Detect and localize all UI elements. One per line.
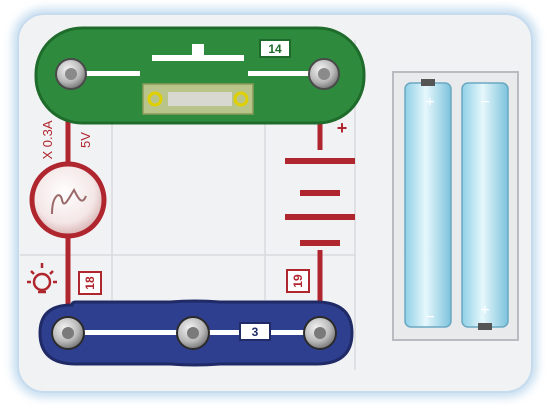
switch-lever (152, 55, 244, 61)
snap-center-icon (314, 327, 326, 339)
cell-right-top-sign: − (480, 94, 489, 111)
lamp-number: 18 (83, 276, 97, 290)
switch-number-box (259, 39, 291, 58)
wire-part-3[interactable]: 3 (38, 299, 354, 367)
switch-contact-left (80, 71, 140, 76)
snap-center-icon (318, 68, 330, 80)
cell-right-bottom-sign: + (480, 302, 489, 319)
wire-number: 3 (252, 325, 259, 339)
battery-cell-right (461, 82, 509, 328)
switch-lever-knob (192, 44, 204, 56)
battery-plus-sign: + (337, 118, 348, 138)
battery-number: 19 (291, 274, 305, 288)
switch-slide-pin-right (233, 91, 249, 107)
battery-cell-left (404, 82, 452, 328)
battery-number-box (286, 269, 310, 293)
switch-slide-pin-left (147, 91, 163, 107)
battery-cap-right (478, 323, 492, 330)
snap-center-icon (65, 68, 77, 80)
snap-center-icon (62, 327, 74, 339)
cell-left-top-sign: + (425, 94, 434, 111)
battery-holder: + − − + (392, 71, 519, 341)
lamp-part-18[interactable]: X 0.3A 5V 18 (27, 95, 107, 305)
switch-slide-label-plate (168, 92, 232, 106)
wire-number-box (239, 322, 271, 341)
switch-contact-right (248, 71, 320, 76)
cell-left-bottom-sign: − (425, 309, 434, 326)
filament-icon (51, 188, 87, 215)
lamp-number-box (78, 271, 102, 295)
battery-icon (285, 158, 355, 246)
battery-cap-left (421, 79, 435, 86)
snap-center-icon (187, 327, 199, 339)
lamp-voltage-label: 5V (78, 132, 93, 148)
lamp-rating-label: X 0.3A (40, 120, 55, 159)
switch-part-14[interactable]: 14 (34, 26, 366, 125)
switch-number: 14 (268, 42, 282, 56)
bulb-icon (27, 263, 57, 294)
